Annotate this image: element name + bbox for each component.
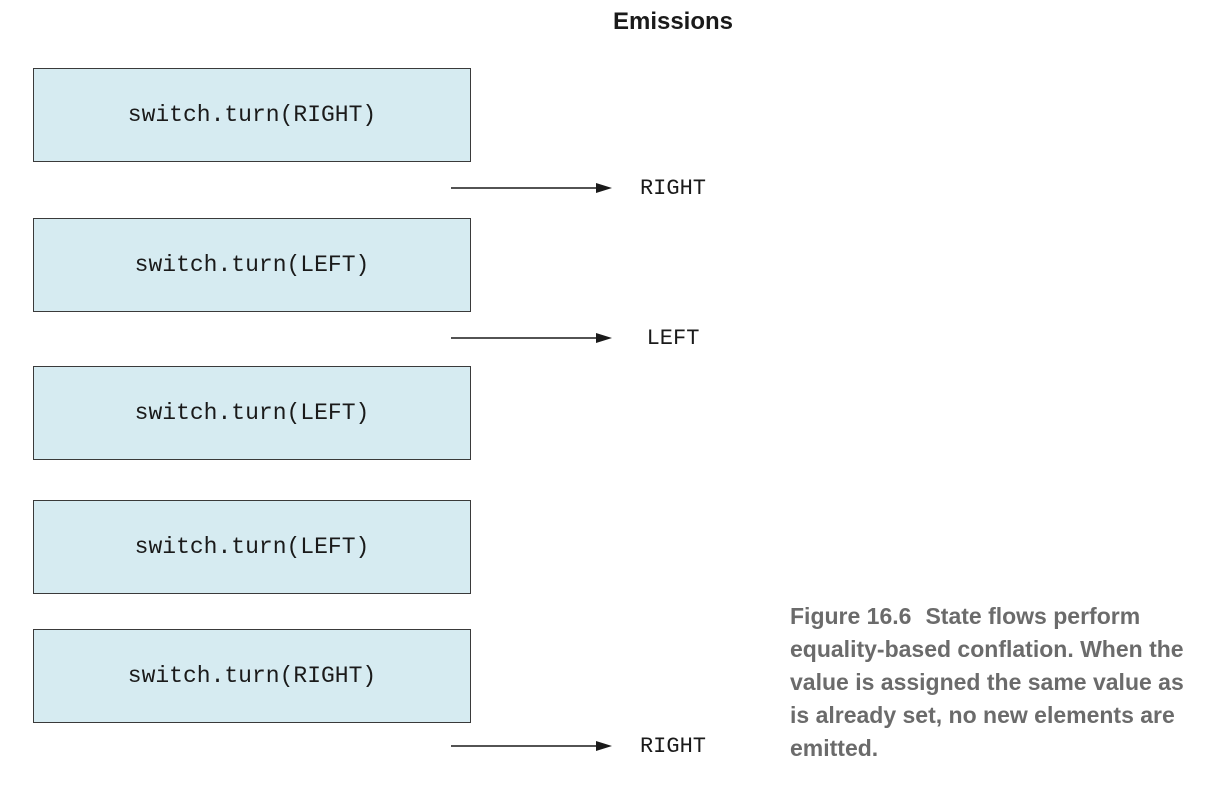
- caption-text: State flows perform equality-based confl…: [790, 603, 1184, 761]
- emission-label-1: RIGHT: [639, 176, 706, 201]
- call-box-3: switch.turn(LEFT): [33, 366, 471, 460]
- figure-number: Figure 16.6: [790, 603, 912, 629]
- emission-arrow-1: [451, 183, 612, 193]
- emission-arrow-2: [451, 333, 612, 343]
- call-box-1: switch.turn(RIGHT): [33, 68, 471, 162]
- call-box-4: switch.turn(LEFT): [33, 500, 471, 594]
- emission-label-2: LEFT: [646, 326, 700, 351]
- emission-arrow-3: [451, 741, 612, 751]
- call-box-2: switch.turn(LEFT): [33, 218, 471, 312]
- emissions-heading: Emissions: [612, 8, 734, 35]
- emission-label-3: RIGHT: [639, 734, 706, 759]
- call-box-5: switch.turn(RIGHT): [33, 629, 471, 723]
